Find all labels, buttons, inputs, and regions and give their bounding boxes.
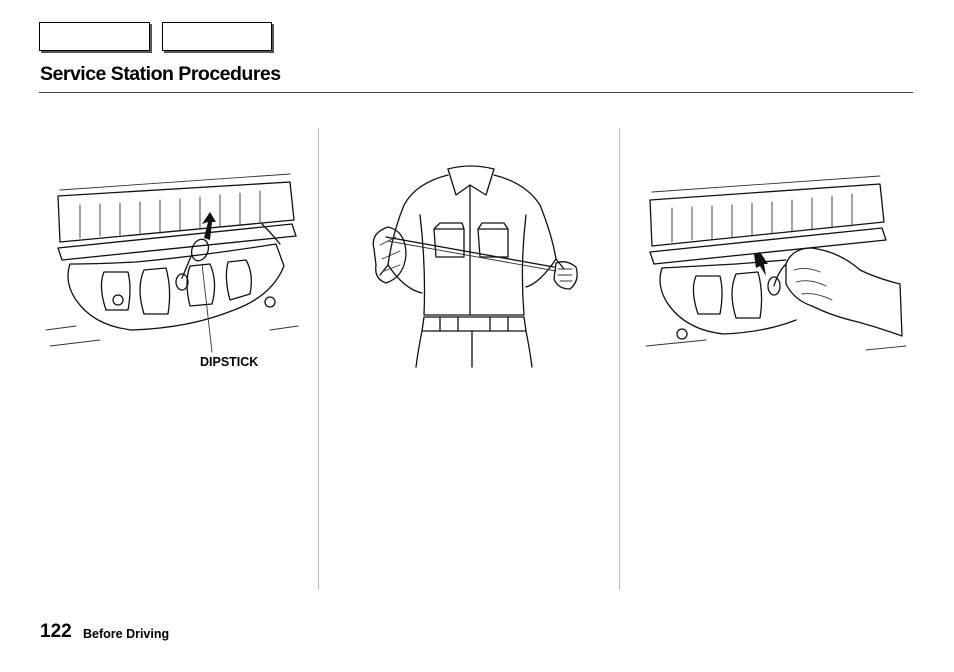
person-wiping-dipstick-illustration bbox=[344, 155, 584, 370]
page-title: Service Station Procedures bbox=[40, 63, 281, 86]
column-divider bbox=[318, 128, 319, 590]
engine-dipstick-illustration bbox=[40, 160, 304, 372]
section-name: Before Driving bbox=[83, 627, 169, 641]
title-rule bbox=[39, 92, 913, 93]
nav-tab-previous[interactable] bbox=[39, 22, 150, 51]
dipstick-callout-label: DIPSTICK bbox=[200, 355, 258, 369]
engine-insert-dipstick-illustration bbox=[636, 160, 912, 372]
page-number: 122 bbox=[40, 621, 72, 643]
nav-tab-next[interactable] bbox=[162, 22, 272, 51]
column-divider bbox=[619, 128, 620, 590]
